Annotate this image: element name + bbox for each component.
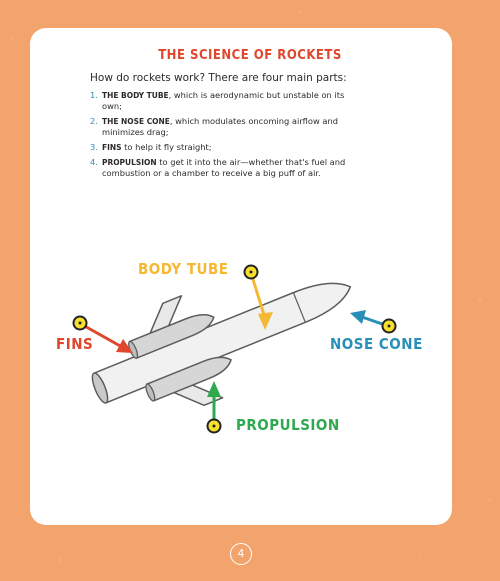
- list-number: 1.: [90, 90, 98, 100]
- part-description: to get it into the air—whether that's fu…: [102, 157, 346, 178]
- page-title: THE SCIENCE OF ROCKETS: [158, 48, 342, 63]
- list-number: 4.: [90, 157, 98, 167]
- fins-pointer: [72, 315, 133, 353]
- part-description: , which modulates oncoming airflow and m…: [102, 116, 339, 137]
- part-term: THE NOSE CONE: [102, 116, 170, 126]
- list-number: 3.: [90, 142, 98, 152]
- body-tube-pointer: [243, 264, 273, 330]
- content-card: [30, 28, 452, 525]
- page-number: 4: [230, 543, 252, 565]
- list-item: 3. FINS to help it fly straight;: [90, 142, 350, 153]
- list-item: 2. THE NOSE CONE, which modulates oncomin…: [90, 116, 350, 138]
- part-term: THE BODY TUBE: [102, 90, 169, 100]
- list-item: 1. THE BODY TUBE, which is aerodynamic bu…: [90, 90, 350, 112]
- nose-cone-label: NOSE CONE: [330, 335, 423, 353]
- list-item: 4. PROPULSION to get it into the air—whet…: [90, 157, 350, 179]
- part-description: to help it fly straight;: [121, 142, 212, 152]
- nose-cone-pointer: [350, 310, 397, 334]
- list-number: 2.: [90, 116, 98, 126]
- booster-upper: [128, 314, 215, 360]
- part-term: PROPULSION: [102, 157, 157, 167]
- part-description: , which is aerodynamic but unstable on i…: [102, 90, 345, 111]
- parts-list: 1. THE BODY TUBE, which is aerodynamic bu…: [90, 90, 350, 183]
- intro-text: How do rockets work? There are four main…: [90, 72, 347, 84]
- part-term: FINS: [102, 142, 122, 152]
- body-tube: [93, 282, 352, 404]
- fins-label: FINS: [56, 335, 94, 353]
- propulsion-label: PROPULSION: [236, 416, 340, 434]
- booster-lower: [145, 356, 232, 402]
- body-tube-label: BODY TUBE: [138, 260, 229, 278]
- rocket-illustration: [91, 282, 352, 407]
- propulsion-pointer: [206, 381, 222, 434]
